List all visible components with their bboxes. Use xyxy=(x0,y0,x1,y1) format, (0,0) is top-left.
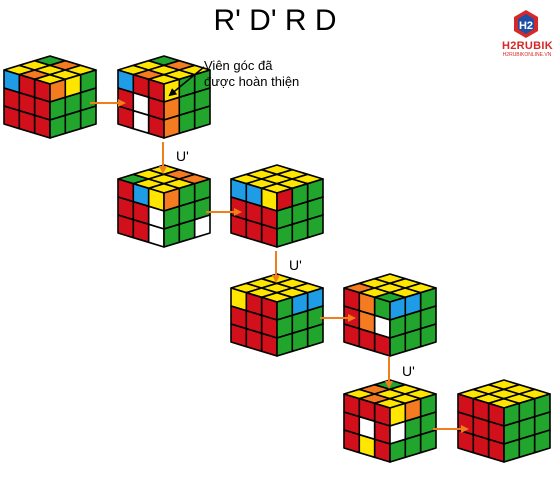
right-sticker xyxy=(533,429,551,454)
left-sticker xyxy=(3,105,21,130)
right-sticker xyxy=(404,327,422,353)
right-sticker xyxy=(79,105,97,130)
left-sticker xyxy=(117,214,135,239)
right-sticker xyxy=(419,429,437,454)
left-sticker xyxy=(132,218,150,244)
brand-logo: H2RUBIK H2RUBIKONLINE.VN xyxy=(502,40,553,100)
svg-text:H2: H2 xyxy=(519,20,533,32)
right-sticker xyxy=(64,109,82,135)
left-sticker xyxy=(487,438,505,463)
left-sticker xyxy=(132,109,150,135)
right-sticker xyxy=(178,218,196,244)
right-sticker xyxy=(404,433,422,459)
logo-url: H2RUBIKONLINE.VN xyxy=(502,52,552,58)
left-sticker xyxy=(260,223,278,248)
right-sticker xyxy=(291,327,309,353)
right-sticker xyxy=(276,223,294,248)
left-sticker xyxy=(343,429,361,454)
move-label: U' xyxy=(402,363,415,379)
left-sticker xyxy=(260,332,278,357)
rubik-cube xyxy=(343,379,437,463)
right-sticker xyxy=(419,323,437,348)
left-sticker xyxy=(230,323,248,348)
right-sticker xyxy=(306,214,324,239)
right-sticker xyxy=(163,223,181,248)
right-sticker xyxy=(389,438,407,463)
right-sticker xyxy=(291,218,309,244)
right-sticker xyxy=(193,105,211,130)
rubik-cube xyxy=(343,273,437,357)
right-sticker xyxy=(178,109,196,135)
left-sticker xyxy=(230,214,248,239)
left-sticker xyxy=(457,429,475,454)
left-sticker xyxy=(117,105,135,130)
right-sticker xyxy=(306,323,324,348)
logo-mark: H2 xyxy=(514,10,538,38)
move-label: U' xyxy=(289,257,302,273)
cubes-layer xyxy=(3,55,551,463)
left-sticker xyxy=(33,114,51,139)
annotation-line-1: Viên góc đã xyxy=(204,58,273,73)
arrows-layer xyxy=(90,66,469,433)
right-sticker xyxy=(389,332,407,357)
left-sticker xyxy=(358,327,376,353)
move-label: U' xyxy=(176,148,189,164)
left-sticker xyxy=(18,109,36,135)
corner-annotation: Viên góc đã được hoàn thiện xyxy=(204,58,344,90)
right-sticker xyxy=(193,214,211,239)
rubik-cube xyxy=(230,273,324,357)
rubik-cube xyxy=(3,55,97,139)
rubik-cube xyxy=(117,55,211,139)
rubik-cube xyxy=(117,164,211,248)
page-title: R' D' R D xyxy=(213,4,337,37)
right-sticker xyxy=(503,438,521,463)
left-sticker xyxy=(245,218,263,244)
pointer-arrow xyxy=(168,66,205,97)
left-sticker xyxy=(373,332,391,357)
rubik-cube xyxy=(230,164,324,248)
right-sticker xyxy=(163,114,181,139)
right-sticker xyxy=(518,433,536,459)
left-sticker xyxy=(358,433,376,459)
left-sticker xyxy=(343,323,361,348)
rubik-cube xyxy=(457,379,551,463)
logo-name: H2RUBIK xyxy=(502,40,553,52)
right-sticker xyxy=(49,114,67,139)
left-sticker xyxy=(373,438,391,463)
left-sticker xyxy=(147,114,165,139)
left-sticker xyxy=(472,433,490,459)
annotation-line-2: được hoàn thiện xyxy=(204,74,300,89)
left-sticker xyxy=(147,223,165,248)
left-sticker xyxy=(245,327,263,353)
right-sticker xyxy=(276,332,294,357)
